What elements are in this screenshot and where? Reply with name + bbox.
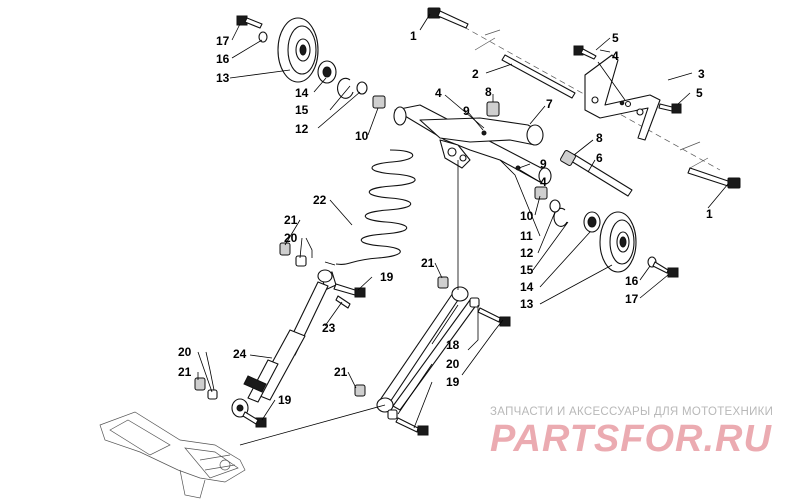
- bushing-right-lower: [534, 186, 548, 200]
- callout-18: 18: [446, 338, 460, 352]
- snap-ring-right: [553, 207, 568, 227]
- washer-16-left: [258, 31, 268, 43]
- bearing-right: [583, 211, 601, 233]
- washer-12-right: [549, 199, 561, 213]
- frame-section: [99, 411, 246, 499]
- callout-19-bottom: 19: [278, 393, 292, 407]
- callout-21-shock-top: 21: [284, 213, 298, 227]
- callout-14-left: 14: [295, 86, 309, 100]
- bushing-right: [560, 150, 576, 166]
- callout-10-left: 10: [355, 129, 369, 143]
- bushing-shock-top: [295, 255, 307, 267]
- callout-17-left: 17: [216, 34, 230, 48]
- bolt-19-link-top: [477, 307, 511, 327]
- callout-19-link: 19: [446, 375, 460, 389]
- coil-spring: [335, 149, 416, 265]
- bolt-19-link-bottom: [395, 417, 429, 436]
- callout-21-link-bottom: 21: [334, 365, 348, 379]
- callout-4-bracket: 4: [612, 49, 619, 63]
- grease-fitting-top: [481, 130, 487, 136]
- parts-drawing: [99, 7, 741, 499]
- watermark-subtitle: ЗАПЧАСТИ И АКСЕССУАРЫ ДЛЯ МОТОТЕХНИКИ: [490, 406, 774, 418]
- callout-4-arm: 4: [435, 86, 442, 100]
- callout-5-right: 5: [696, 86, 703, 100]
- callout-7: 7: [546, 97, 553, 111]
- callout-4-lower: 4: [540, 175, 547, 189]
- bolt-17-right: [652, 261, 679, 278]
- callout-20-shock-bottom: 20: [178, 345, 192, 359]
- bolt-19-shock-top: [333, 283, 366, 298]
- callout-9-lower: 9: [540, 157, 547, 171]
- callout-11: 11: [520, 229, 533, 243]
- bolt-5-top: [573, 45, 597, 60]
- bolt-top-left: [427, 7, 469, 29]
- nut-shock-bottom: [194, 377, 206, 391]
- callout-1-right: 1: [706, 207, 713, 221]
- leader-lines: [197, 13, 729, 446]
- nut-link-bottom: [354, 384, 366, 397]
- bushing-shock-bottom: [207, 389, 218, 400]
- snap-ring-left: [337, 77, 354, 99]
- shock-absorber: [231, 269, 337, 418]
- callout-20-shock-top: 20: [284, 231, 298, 245]
- callout-24: 24: [233, 347, 247, 361]
- bushing-top: [486, 101, 500, 117]
- callout-8-top: 8: [485, 85, 492, 99]
- swing-arm: [393, 104, 552, 185]
- callout-5-top: 5: [612, 31, 619, 45]
- grease-fitting-bracket: [619, 100, 625, 106]
- nut-link-top: [437, 276, 449, 289]
- bushing-link-top: [469, 297, 480, 308]
- shaft-upper: [501, 54, 576, 99]
- nut-shock-top: [279, 242, 291, 256]
- callout-8-right: 8: [596, 131, 603, 145]
- grease-fitting-shock: [335, 295, 351, 309]
- callout-22: 22: [313, 193, 327, 207]
- bushing-link-bottom: [387, 409, 398, 420]
- bushing-left: [372, 95, 386, 109]
- callout-23: 23: [322, 321, 336, 335]
- bolt-right: [687, 167, 741, 189]
- callout-15-left: 15: [295, 103, 309, 117]
- callout-3: 3: [698, 67, 705, 81]
- bolt-17-left: [236, 15, 263, 29]
- callout-19-shock: 19: [380, 270, 394, 284]
- watermark-logo: PARTSFOR.RU: [490, 418, 772, 460]
- callout-21-shock-bottom: 21: [178, 365, 192, 379]
- bolt-19-shock-bottom: [242, 411, 267, 428]
- callout-6: 6: [596, 151, 603, 165]
- idler-wheel-right: [599, 211, 637, 273]
- mount-bracket: [584, 54, 661, 141]
- callout-16-right: 16: [625, 274, 639, 288]
- bolt-5-right: [658, 103, 682, 114]
- bearing-left: [317, 60, 337, 84]
- callout-17-right: 17: [625, 292, 639, 306]
- callout-10-right: 10: [520, 209, 534, 223]
- washer-12-left: [356, 81, 368, 95]
- callout-15-right: 15: [520, 263, 534, 277]
- callout-20-link: 20: [446, 357, 460, 371]
- idler-wheel-left: [277, 17, 319, 83]
- callout-2: 2: [472, 67, 479, 81]
- callout-9-top: 9: [463, 104, 470, 118]
- callout-13-right: 13: [520, 297, 534, 311]
- callout-13-left: 13: [216, 71, 230, 85]
- link-arm: [376, 286, 478, 413]
- callout-12-right: 12: [520, 246, 534, 260]
- callout-14-right: 14: [520, 280, 534, 294]
- callout-21-link-top: 21: [421, 256, 435, 270]
- callout-16-left: 16: [216, 52, 230, 66]
- callout-1-top: 1: [410, 29, 417, 43]
- callout-12-left: 12: [295, 122, 309, 136]
- callout-labels: 1 1 2 3 4 4 4 5 5 6 7 8 8 9 9 10 10 11 1…: [178, 29, 713, 407]
